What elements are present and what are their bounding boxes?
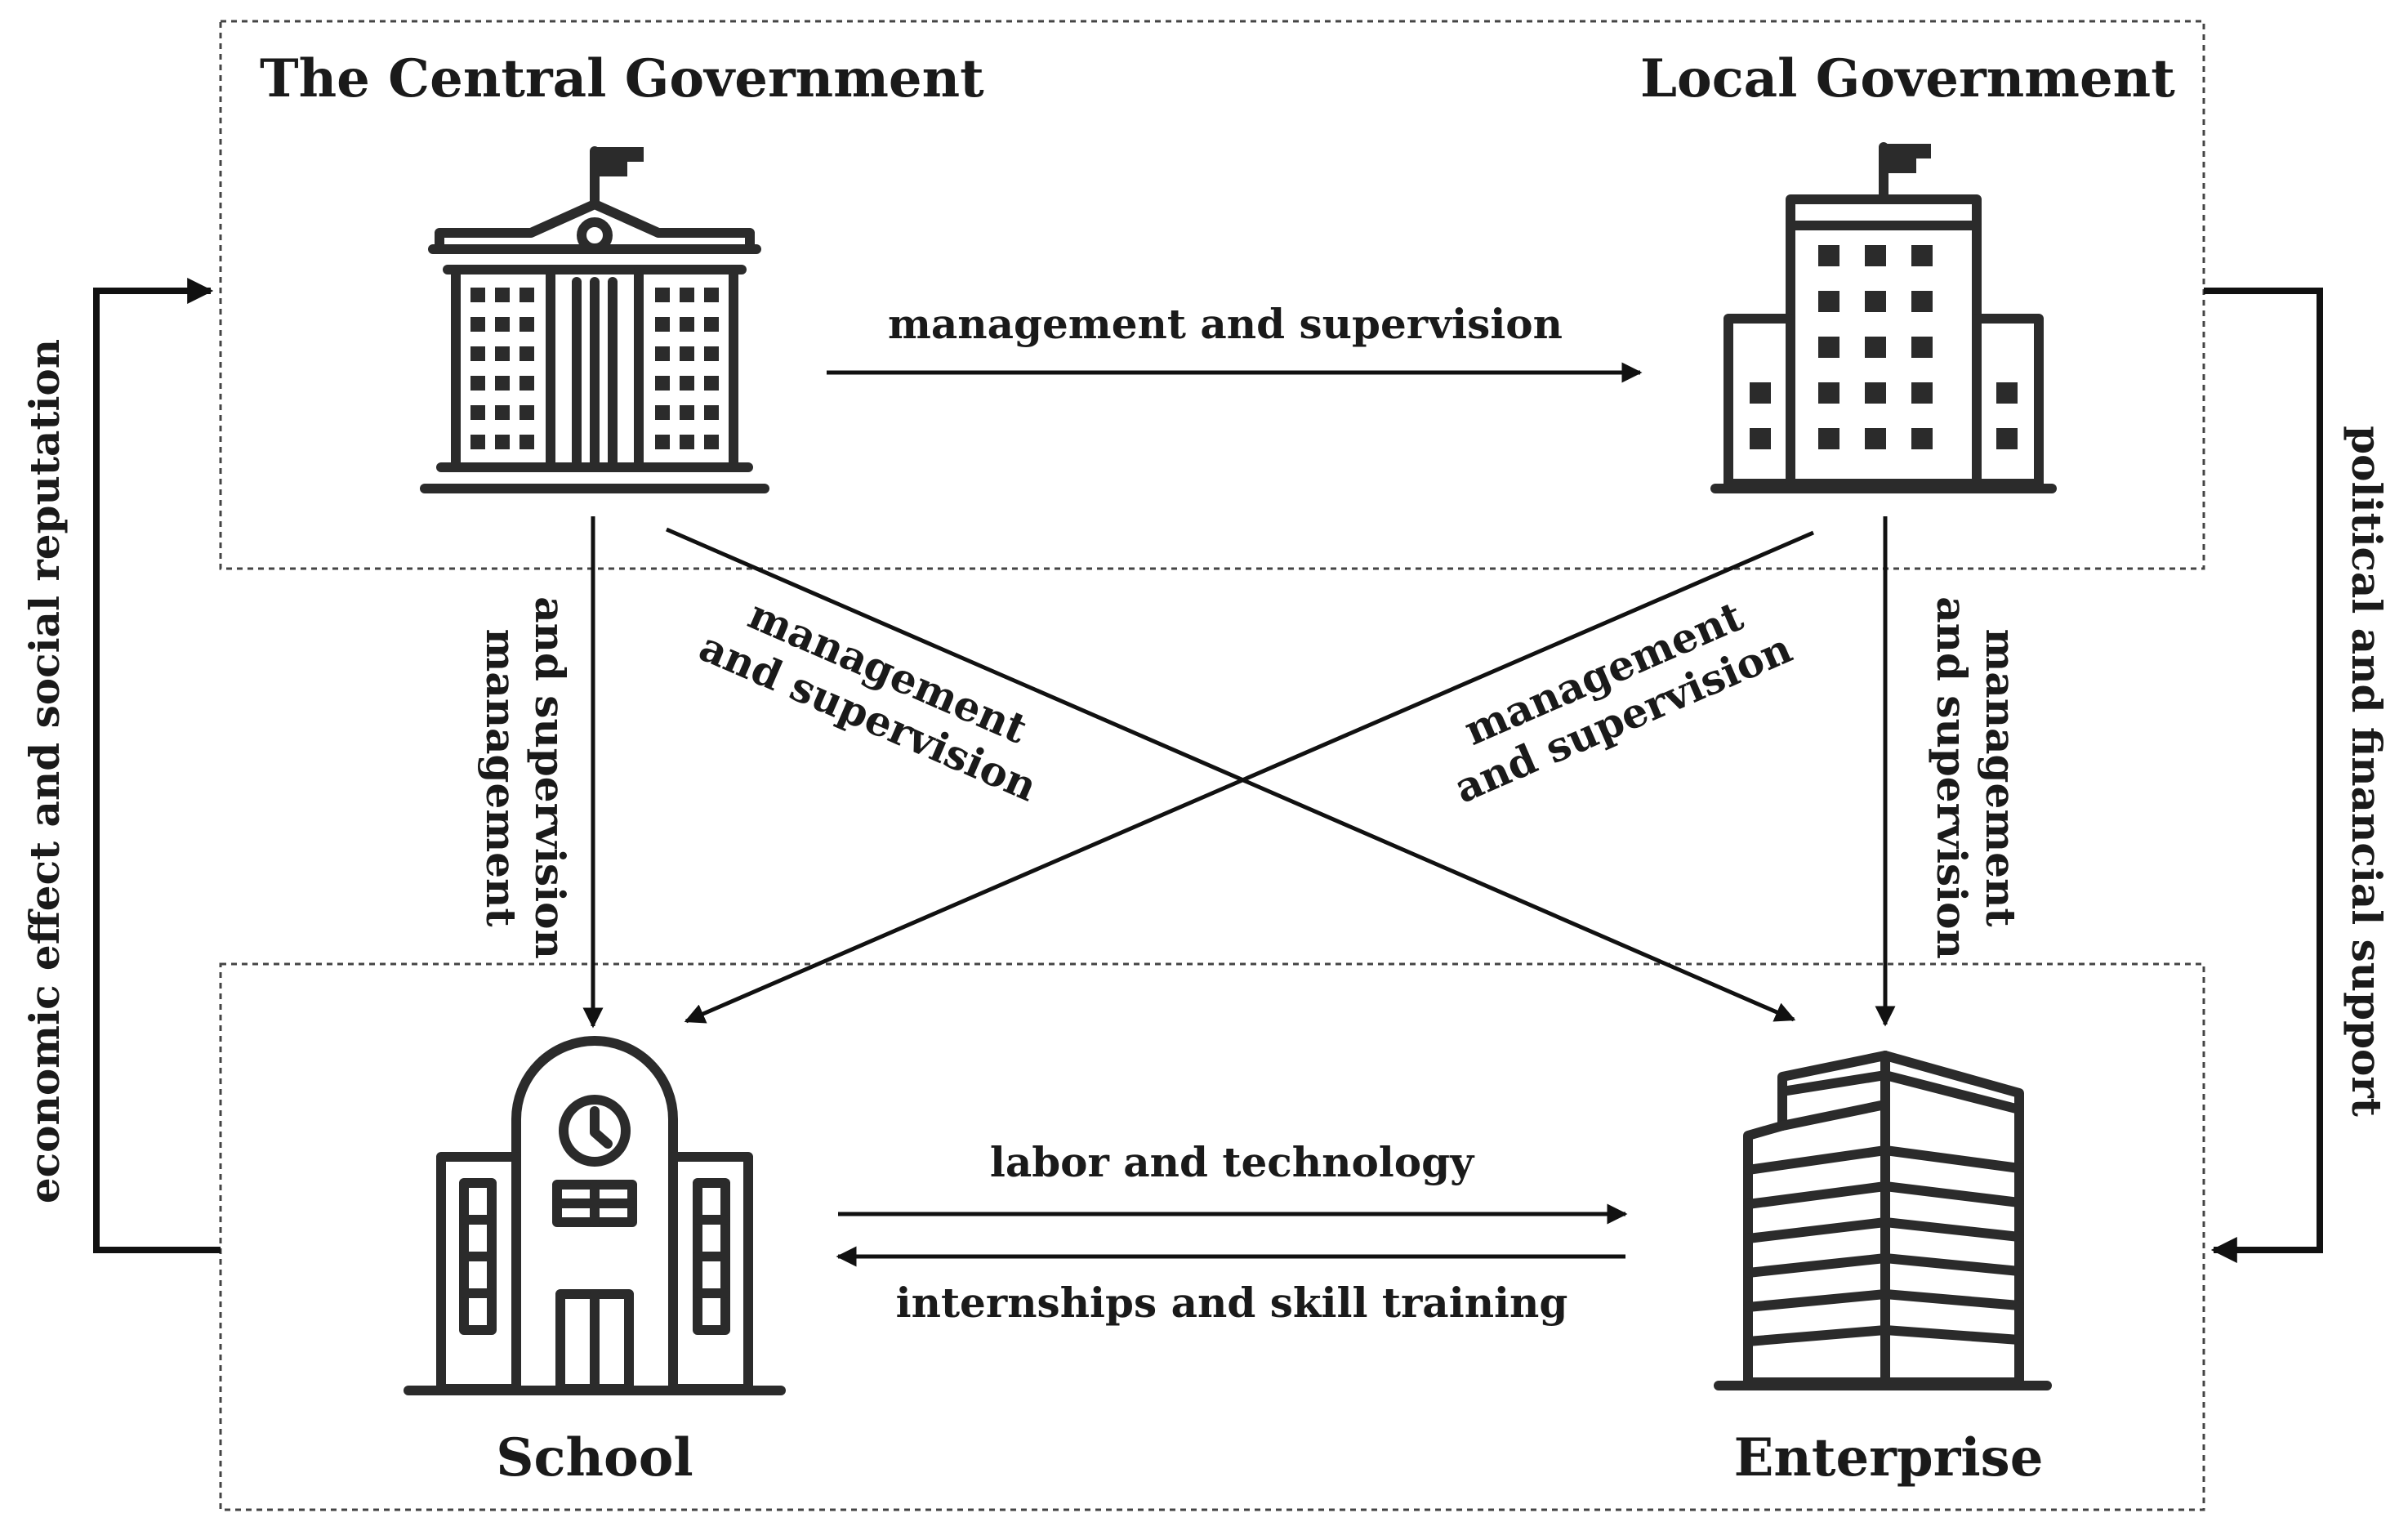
label-school-to-enterprise: labor and technology bbox=[990, 1138, 1475, 1186]
local-government-label: Local Government bbox=[1640, 48, 2175, 109]
label-feedback-left: economic effect and social reputation bbox=[20, 339, 69, 1203]
enterprise-label: Enterprise bbox=[1734, 1427, 2044, 1489]
label-central-to-local: management and supervision bbox=[888, 300, 1563, 348]
school-label: School bbox=[496, 1427, 693, 1489]
feedback-arrow-right bbox=[2204, 288, 2323, 1263]
government-building-icon bbox=[420, 146, 769, 493]
label-enterprise-to-school: internships and skill training bbox=[896, 1279, 1568, 1327]
school-building-icon bbox=[404, 1036, 786, 1395]
label-feedback-right: political and financial support bbox=[2343, 426, 2391, 1117]
arrow-central-to-enterprise bbox=[666, 527, 1796, 1022]
office-building-icon bbox=[1710, 142, 2057, 493]
school-enterprise-region bbox=[219, 962, 2205, 1511]
central-government-label: The Central Government bbox=[260, 48, 984, 109]
enterprise-tower-icon bbox=[1714, 1051, 2052, 1390]
arrow-local-to-school bbox=[684, 530, 1814, 1024]
label-local-to-enterprise-line2: and supervision bbox=[1928, 596, 1976, 959]
label-central-to-school-line1: management bbox=[477, 629, 525, 927]
feedback-arrow-left bbox=[93, 278, 221, 1253]
label-local-to-enterprise-line1: management bbox=[1977, 629, 2025, 927]
government-region bbox=[219, 20, 2205, 570]
label-central-to-school-line2: and supervision bbox=[526, 596, 574, 959]
